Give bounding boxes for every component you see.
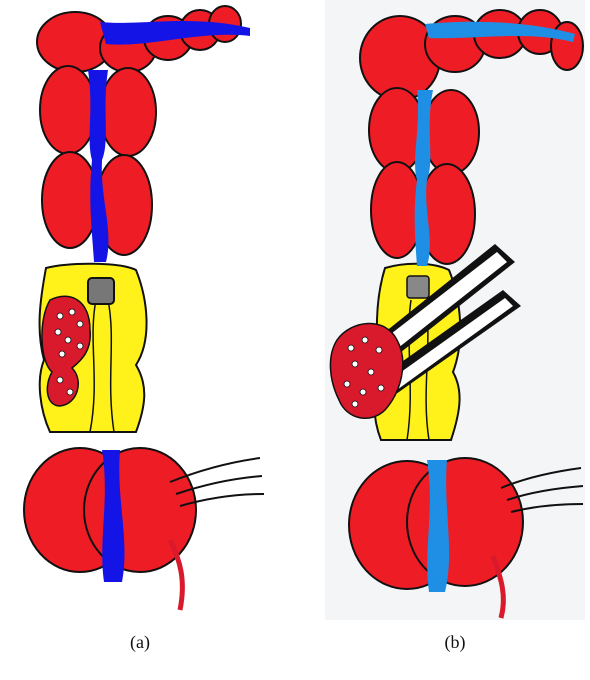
diagram-panel-b — [325, 0, 585, 620]
panel-a-caption: (a) — [10, 632, 270, 653]
lumen-rectum — [427, 460, 449, 592]
diagram-panel-a — [10, 0, 270, 620]
colon-diagram-b — [325, 0, 585, 620]
colon-diagram-a — [10, 0, 270, 620]
anvil-device — [88, 278, 114, 304]
anvil-device — [407, 276, 429, 298]
panel-b-caption: (b) — [325, 632, 585, 653]
